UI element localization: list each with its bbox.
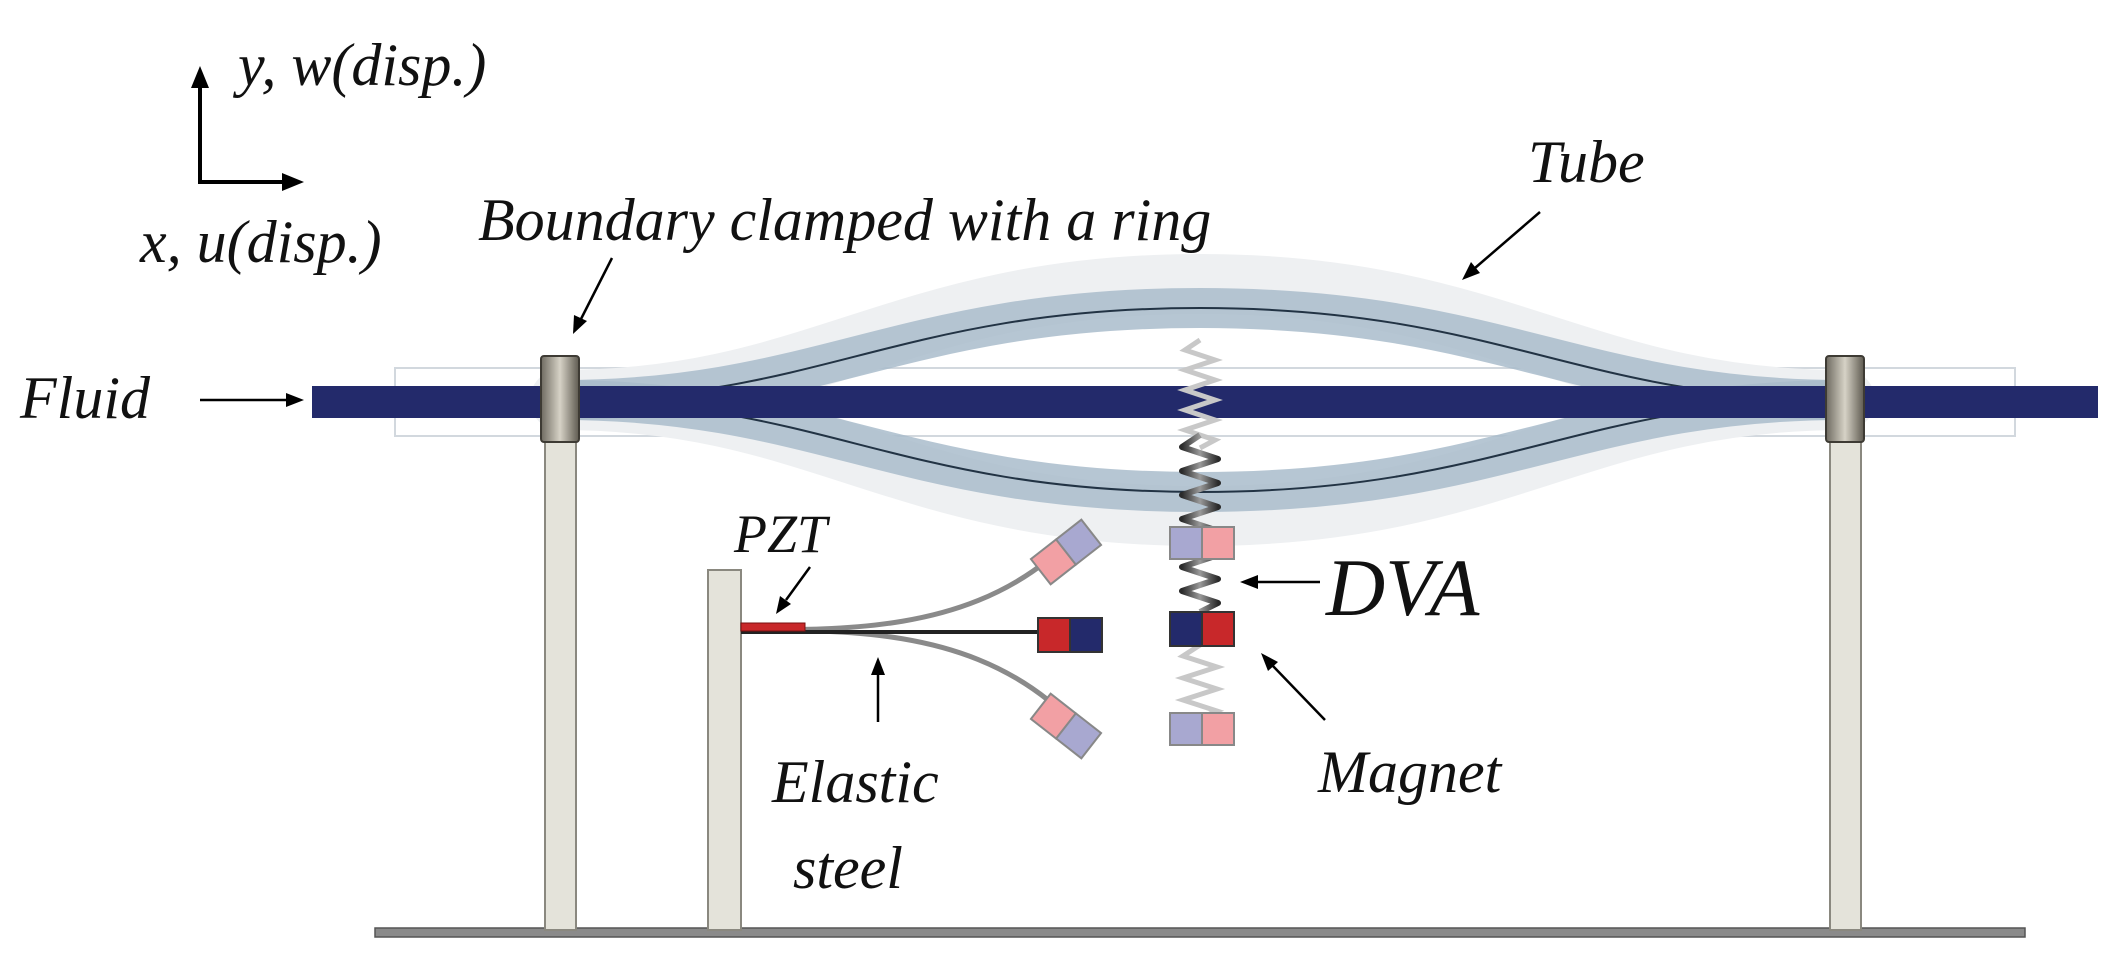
magnet-tip-ghost-up — [1029, 518, 1103, 586]
dva-label: DVA — [1325, 542, 1480, 633]
magnet-tip-main — [1037, 617, 1103, 653]
dva-spring — [1179, 432, 1221, 615]
pzt-label: PZT — [733, 504, 831, 564]
boundary-label: Boundary clamped with a ring — [478, 187, 1211, 253]
ghost-spring-lower — [1174, 642, 1226, 721]
tube-label: Tube — [1528, 129, 1645, 195]
magnet-ghost-bottom — [1169, 712, 1235, 746]
arrow-pzt — [784, 566, 812, 601]
pzt-patch — [740, 622, 806, 632]
magnet-tip-ghost-down — [1029, 692, 1103, 760]
arrow-tube — [1474, 211, 1541, 269]
elastic-steel-label-line2: steel — [793, 835, 903, 901]
left-ring-clamp — [540, 355, 580, 443]
cantilever-ghost-up — [740, 558, 1050, 633]
magnet-dva-main — [1169, 611, 1235, 647]
magnet-ghost-top — [1169, 526, 1235, 560]
left-support-post — [544, 384, 577, 931]
base-plate — [374, 927, 2026, 938]
magnet-label: Magnet — [1317, 739, 1503, 805]
cantilever-ghost-down — [740, 627, 1050, 702]
arrow-magnet — [1271, 664, 1326, 721]
ghost-spring-upper — [1177, 337, 1223, 451]
cantilever-post — [707, 569, 742, 931]
right-ring-clamp — [1825, 355, 1865, 443]
fluid-label: Fluid — [19, 365, 151, 431]
arrow-boundary — [579, 257, 614, 320]
annotation-arrows — [200, 211, 1541, 722]
axis-x-label: x, u(disp.) — [139, 209, 382, 275]
right-support-post — [1829, 384, 1862, 931]
tube-upper-centerline — [559, 306, 1846, 401]
coordinate-axes — [191, 66, 304, 191]
elastic-steel-label-line1: Elastic — [771, 749, 939, 815]
axis-y-label: y, w(disp.) — [232, 32, 486, 98]
